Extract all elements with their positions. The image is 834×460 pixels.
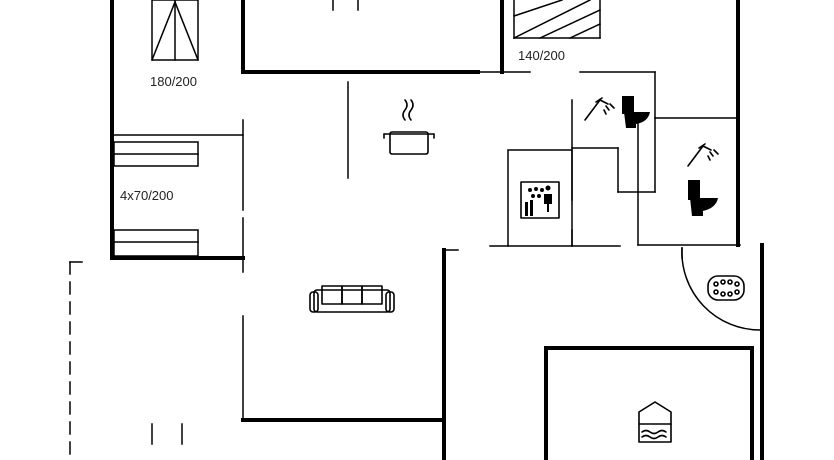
shower-icon [584,97,615,121]
pool-icon [638,401,672,443]
pool-basin [544,346,754,460]
sofa-icon [309,285,395,313]
sauna-icon [520,181,560,219]
bed-master-label: 180/200 [150,74,197,89]
bed-icon [569,23,601,39]
bed-icon [539,9,601,39]
bed-icon [113,229,199,257]
bed-second-label: 140/200 [518,48,565,63]
door-swing [681,247,761,331]
toilet-icon [688,180,718,216]
bed-icon [513,0,563,17]
bed-icon [151,1,176,61]
shower-icon [687,143,719,167]
bed-second [512,0,601,40]
whirlpool-icon [707,275,745,301]
bed-icon [174,1,199,61]
bunks-label: 4x70/200 [120,188,174,203]
pot-steam-icon [383,99,435,155]
toilet-icon [622,96,650,128]
bunk-beds [113,141,199,257]
bed-icon [512,0,592,40]
walls [69,0,764,460]
sauna-room [507,149,573,247]
bed-master [151,0,199,61]
